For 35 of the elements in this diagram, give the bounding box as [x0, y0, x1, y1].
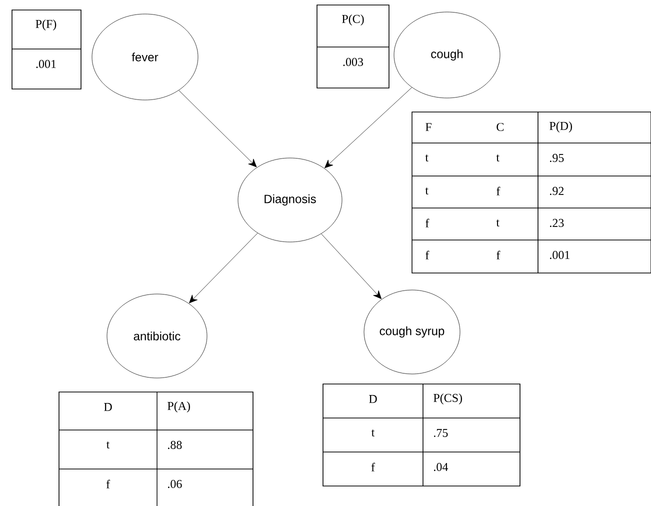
table-cell: P(CS): [434, 394, 462, 404]
table-cell: t: [371, 430, 375, 436]
arrow: [321, 234, 382, 300]
table-cell: .001: [550, 250, 570, 260]
table-cell: .06: [168, 480, 182, 488]
table-cell: f: [496, 186, 500, 196]
arrow: [189, 232, 258, 304]
table-cell: f: [106, 480, 110, 488]
arrow: [324, 87, 412, 168]
table-cell: P(A): [168, 402, 190, 412]
table-cell: f: [496, 250, 500, 260]
table-cell: t: [425, 188, 428, 194]
table-cell: f: [426, 250, 430, 260]
table-cell: .88: [168, 440, 182, 450]
table-cell: .75: [434, 428, 448, 437]
table-cell: .23: [550, 218, 564, 228]
arrow: [178, 90, 257, 168]
table-cell: C: [496, 122, 504, 132]
table-cell: F: [426, 123, 432, 131]
table-cell: .001: [36, 60, 56, 68]
table-cell: .04: [434, 462, 448, 472]
table-cell: D: [104, 403, 112, 411]
table-cell: t: [496, 220, 500, 226]
table-cell: t: [106, 442, 110, 448]
table-cell: f: [371, 462, 375, 472]
table-cell: .92: [550, 186, 564, 196]
table-cell: .003: [343, 58, 364, 66]
table-cell: t: [425, 154, 428, 162]
table-cell: P(F): [36, 20, 56, 30]
table-cell: P(C): [342, 14, 364, 26]
table-cell: .95: [550, 154, 564, 162]
table-cell: f: [426, 218, 430, 228]
table-cell: t: [496, 154, 500, 162]
table-cell: P(D): [550, 122, 572, 132]
table-cell: D: [369, 395, 377, 403]
